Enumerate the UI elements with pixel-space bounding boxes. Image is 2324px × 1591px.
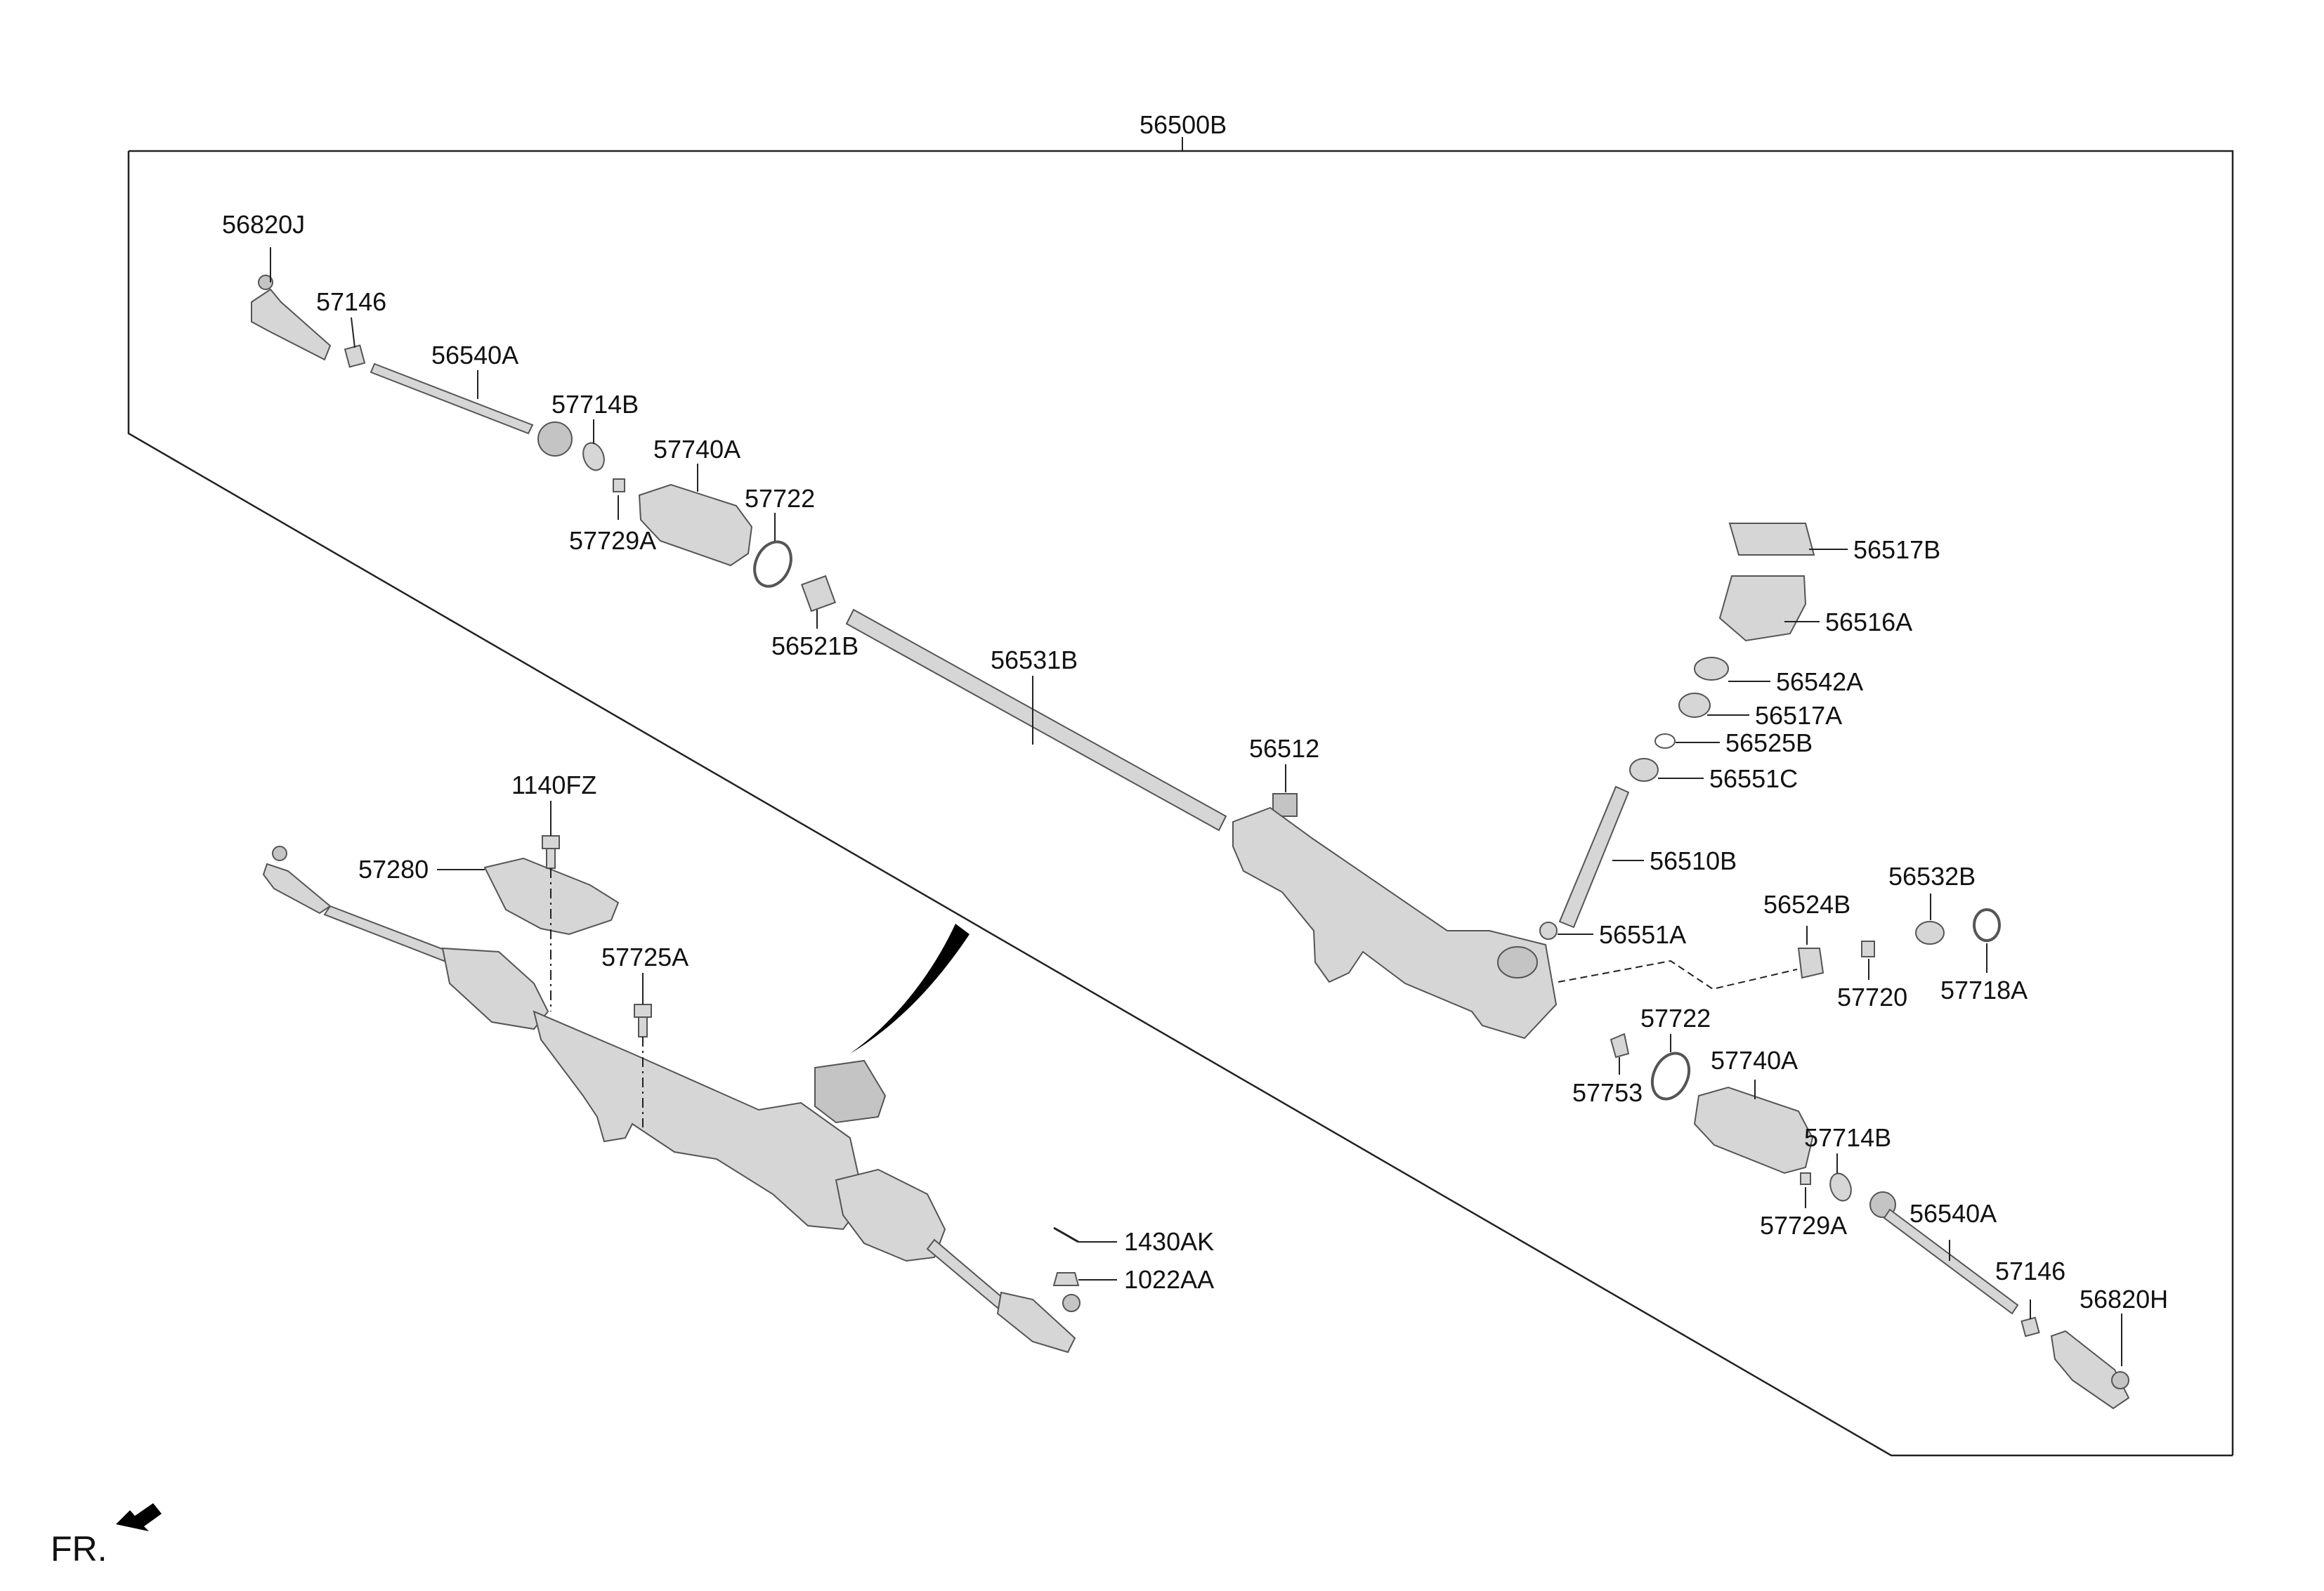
boot-clamp-left [753, 540, 792, 588]
clip-icon [1053, 1226, 1079, 1243]
part-label: 57740A [1711, 1046, 1798, 1075]
part-label: 56542A [1776, 667, 1863, 696]
part-label: 57718A [1940, 976, 2028, 1004]
rack-bushing [800, 575, 837, 613]
part-label: 56512 [1249, 734, 1319, 763]
front-indicator: FR. [51, 1529, 107, 1569]
pinion-bearing [1539, 922, 1558, 940]
tie-rod-end-right [2050, 1330, 2130, 1410]
bearing-lower [1629, 758, 1659, 782]
clip-right [1829, 1172, 1852, 1202]
bearing-upper [1678, 693, 1711, 718]
band-small-right [1800, 1172, 1811, 1185]
clip-left [582, 442, 605, 471]
spring [1861, 941, 1875, 957]
part-label: 56517A [1755, 701, 1842, 730]
part-label: 57722 [1640, 1004, 1711, 1033]
part-label: 1022AA [1124, 1265, 1214, 1294]
part-label: 56516A [1825, 608, 1912, 636]
part-label: 56510B [1650, 846, 1737, 875]
leader-lines [270, 247, 2122, 1366]
inner-tie-rod-right [1883, 1208, 2019, 1315]
jam-nut-left [344, 344, 366, 368]
part-labels: 56820J 57146 56540A 57714B 57740A 57722 … [222, 210, 2168, 1314]
tie-rod-end-left [251, 275, 332, 361]
part-label: 56532B [1888, 862, 1976, 891]
assembled-steering-gear [262, 846, 1081, 1354]
part-label: 56521B [771, 631, 859, 660]
spacer [1610, 1033, 1630, 1059]
assembly-frame: 56500B [127, 110, 2234, 1457]
part-label: 57725A [601, 943, 688, 971]
part-label: 57722 [745, 484, 815, 513]
assembly-dash-line [1558, 960, 1798, 990]
part-label: 56540A [431, 341, 518, 369]
part-label: 57729A [569, 526, 656, 555]
yoke [1797, 948, 1824, 979]
part-label: 57280 [358, 855, 429, 884]
part-label: 1430AK [1124, 1227, 1214, 1256]
part-label: 56551C [1709, 764, 1798, 793]
band-small-left [613, 478, 625, 492]
part-label: 56820H [2080, 1285, 2168, 1314]
pinion-cover [1728, 523, 1815, 556]
gear-housing-upper [1232, 806, 1558, 1040]
snap-ring [1654, 733, 1676, 749]
assembly-label: 56500B [1140, 110, 1227, 139]
boot-clamp-right [1650, 1052, 1691, 1101]
oil-seal [1694, 657, 1729, 681]
part-label: 57714B [551, 390, 639, 419]
inner-tie-rod-left [370, 362, 534, 435]
part-label: 57729A [1760, 1211, 1847, 1240]
bellows-boot-left [638, 483, 753, 567]
inner-ball-joint-left [537, 421, 573, 457]
part-label: 56551A [1599, 920, 1686, 949]
o-ring [1973, 908, 2001, 942]
part-label: 57740A [653, 435, 740, 464]
part-label: 56517B [1853, 535, 1940, 564]
part-label: 56525B [1725, 728, 1813, 757]
front-arrow-icon [116, 1503, 162, 1531]
bolt-upper [542, 835, 560, 869]
part-label: 57720 [1837, 983, 1907, 1011]
jam-nut-right [2021, 1316, 2040, 1337]
part-label: 56540A [1910, 1199, 1997, 1228]
nut-icon [1052, 1272, 1080, 1286]
part-label: 57753 [1572, 1078, 1643, 1107]
part-label: 56524B [1763, 890, 1850, 919]
part-label: 56820J [222, 210, 305, 239]
bellows-boot-right [1693, 1086, 1814, 1174]
pinion-shaft [1558, 785, 1630, 929]
callout-pointer [850, 924, 970, 1054]
pinion-seal-housing [1718, 575, 1807, 642]
part-label: 57146 [1995, 1257, 2065, 1285]
yoke-plug-right [1915, 921, 1945, 945]
part-label: 57146 [316, 287, 386, 316]
part-label: 57714B [1804, 1123, 1891, 1152]
yoke-plug [1272, 793, 1298, 817]
bolt-lower [634, 1004, 652, 1037]
part-label: 1140FZ [511, 771, 596, 799]
rack-bar [845, 608, 1227, 832]
part-label: 56531B [991, 646, 1078, 674]
